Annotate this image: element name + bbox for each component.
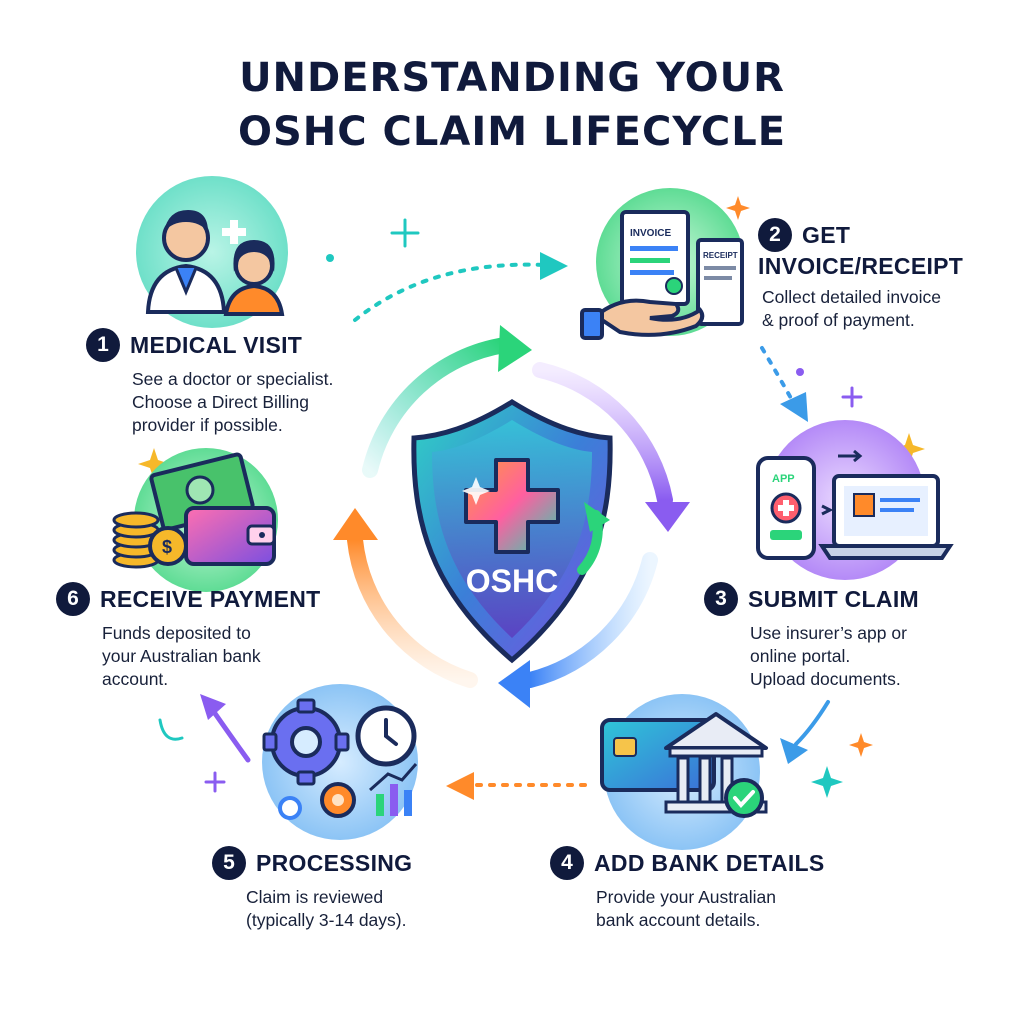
- cycle-ring: [333, 325, 690, 708]
- step-number-badge: 2: [758, 218, 792, 252]
- receipt-label: RECEIPT: [703, 251, 738, 260]
- step-submit-claim: 3 SUBMIT CLAIM Use insurer’s app or onli…: [704, 582, 919, 691]
- step-title: SUBMIT CLAIM: [748, 586, 919, 612]
- ring-arrowhead-top: [498, 325, 532, 372]
- phone-laptop-icon: APP: [756, 420, 954, 580]
- step-description: Collect detailed invoice & proof of paym…: [762, 287, 941, 330]
- step-description: Provide your Australian bank account det…: [596, 887, 776, 930]
- step-number-badge: 3: [704, 582, 738, 616]
- invoice-receipt-icon: INVOICE RECEIPT: [580, 188, 744, 340]
- step-description: Funds deposited to your Australian bank …: [102, 623, 261, 689]
- arrow-2-to-3: [760, 346, 794, 402]
- coin-symbol: $: [162, 537, 172, 557]
- arrow-1-to-2: [353, 262, 547, 322]
- ring-arrowhead-right: [645, 502, 690, 532]
- step-title: RECEIVE PAYMENT: [100, 586, 321, 612]
- step-number-badge: 5: [212, 846, 246, 880]
- step-number-badge: 1: [86, 328, 120, 362]
- doctor-patient-icon: [136, 176, 288, 328]
- step-number-badge: 4: [550, 846, 584, 880]
- step-title-line-1: GET: [802, 222, 851, 248]
- step-medical-visit: 1 MEDICAL VISIT See a doctor or speciali…: [86, 328, 333, 437]
- connector-arrows: [200, 252, 830, 800]
- ring-arc-right: [532, 362, 673, 508]
- ring-arc-bottom: [522, 552, 658, 688]
- page-title-line-2: OSHC CLAIM LIFECYCLE: [237, 109, 787, 155]
- step-processing: 5 PROCESSING Claim is reviewed (typicall…: [212, 846, 412, 932]
- shield-cross-icon: [411, 399, 613, 664]
- step-title: ADD BANK DETAILS: [594, 850, 825, 876]
- step-title: MEDICAL VISIT: [130, 332, 303, 358]
- step-description: See a doctor or specialist. Choose a Dir…: [132, 369, 334, 435]
- ring-arc-left: [347, 532, 478, 688]
- center-label: OSHC: [466, 563, 558, 599]
- ring-arrowhead-left: [333, 508, 378, 540]
- page-title-line-1: UNDERSTANDING YOUR: [239, 55, 785, 101]
- step-title-line-2: INVOICE/RECEIPT: [758, 253, 964, 279]
- arrow-3-to-4: [794, 700, 830, 746]
- bank-card-icon: [600, 694, 768, 850]
- app-label: APP: [772, 473, 795, 485]
- step-description: Use insurer’s app or online portal. Uplo…: [750, 623, 907, 689]
- step-add-bank-details: 4 ADD BANK DETAILS Provide your Australi…: [550, 846, 825, 932]
- step-title: PROCESSING: [256, 850, 413, 876]
- invoice-label: INVOICE: [630, 228, 671, 239]
- gears-clock-icon: [262, 684, 418, 840]
- step-get-invoice-receipt: 2 GET INVOICE/RECEIPT Collect detailed i…: [758, 218, 963, 332]
- step-number-badge: 6: [56, 582, 90, 616]
- ring-arc-top: [362, 337, 513, 478]
- step-receive-payment: 6 RECEIVE PAYMENT Funds deposited to you…: [56, 582, 321, 691]
- arrow-5-to-6: [211, 709, 251, 763]
- ring-arrowhead-bottom: [498, 660, 530, 708]
- wallet-money-icon: $: [112, 448, 278, 592]
- step-description: Claim is reviewed (typically 3-14 days).: [246, 887, 407, 930]
